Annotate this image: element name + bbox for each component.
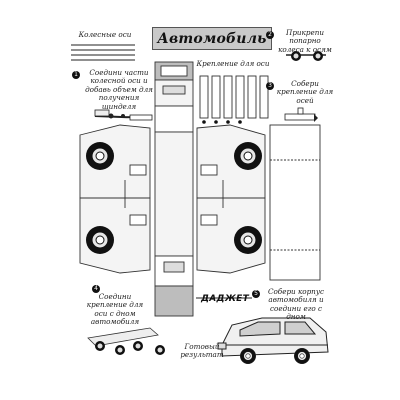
finished-car-illustration xyxy=(217,317,329,364)
step-5-text: Собери корпус автомобиля и соедини его с… xyxy=(267,287,325,322)
step-5-number: 5 xyxy=(252,290,260,298)
wheel-axes-parts xyxy=(71,44,135,61)
step2-illustration xyxy=(286,51,326,61)
ready-result-label: Готовый результат xyxy=(180,342,224,360)
step-4-text: Соедини крепление для оси с дном автомоб… xyxy=(86,292,144,327)
step-4-number: 4 xyxy=(92,285,100,293)
step-1-text: Соедини части колесной оси и добавь объе… xyxy=(85,68,153,111)
axle-mount-strips xyxy=(199,75,269,124)
axle-mount-label: Крепление для оси xyxy=(196,59,270,68)
brand-logo-text: ДАДЖЕТ xyxy=(200,294,250,304)
step-3-number: 3 xyxy=(266,82,274,90)
brand-logo: ДАДЖЕТ xyxy=(198,292,252,306)
step-3-text: Собери крепление для осей xyxy=(276,79,334,105)
step-2-text: Прикрепи попарно колеса к осям xyxy=(278,28,332,54)
step-2-number: 2 xyxy=(266,31,274,39)
wheel-axes-label: Колесные оси xyxy=(78,30,132,39)
car-bottom-template xyxy=(269,124,321,281)
page-title: Автомобиль xyxy=(152,27,272,50)
step-1-number: 1 xyxy=(72,71,80,79)
step1-illustration xyxy=(94,109,153,121)
car-body-template xyxy=(79,61,266,317)
step3-illustration xyxy=(284,107,318,122)
step4-illustration xyxy=(87,327,165,355)
